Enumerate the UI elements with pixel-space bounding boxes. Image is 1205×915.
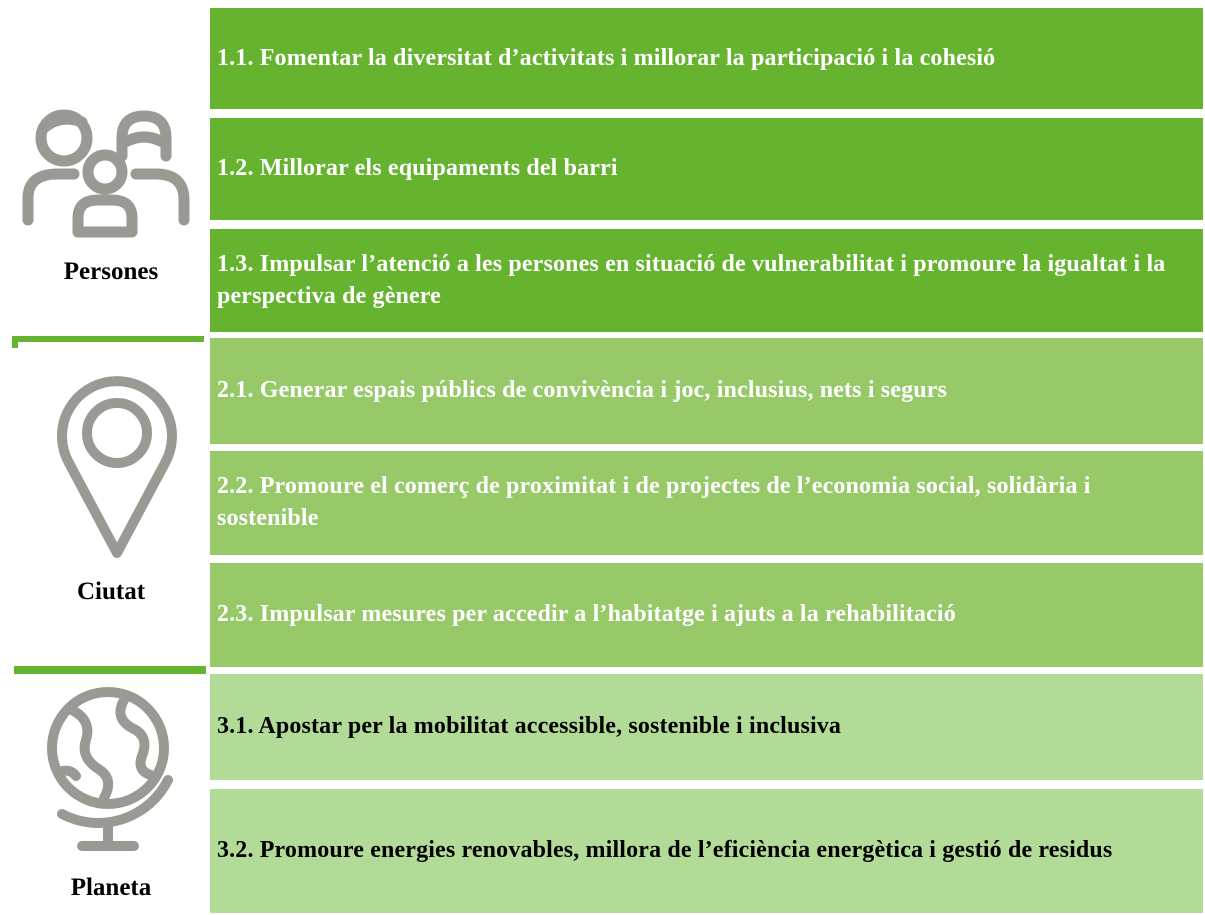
action-3-1-text: 3.1. Apostar per la mobilitat accessible… <box>217 713 842 740</box>
location-pin-icon <box>57 376 177 558</box>
action-3-1: 3.1. Apostar per la mobilitat accessible… <box>210 674 1203 780</box>
ciutat-divider <box>14 666 206 674</box>
category-persones-label: Persones <box>63 258 159 285</box>
action-1-3-text: 1.3. Impulsar l’atenció a les persones e… <box>217 250 1166 309</box>
action-2-1: 2.1. Generar espais públics de convivènc… <box>210 338 1203 444</box>
action-2-3-text: 2.3. Impulsar mesures per accedir a l’ha… <box>217 601 956 628</box>
action-2-1-text: 2.1. Generar espais públics de convivènc… <box>217 377 948 404</box>
people-icon <box>22 109 190 238</box>
action-2-3: 2.3. Impulsar mesures per accedir a l’ha… <box>210 563 1203 667</box>
action-1-3: 1.3. Impulsar l’atenció a les persones e… <box>210 229 1203 332</box>
category-ciutat-label: Ciutat <box>76 578 146 605</box>
action-1-1-text: 1.1. Fomentar la diversitat d’activitats… <box>217 44 996 71</box>
action-3-2: 3.2. Promoure energies renovables, millo… <box>210 789 1203 913</box>
action-1-2-text: 1.2. Millorar els equipaments del barri <box>217 155 618 182</box>
action-2-2: 2.2. Promoure el comerç de proximitat i … <box>210 451 1203 555</box>
action-3-2-text: 3.2. Promoure energies renovables, millo… <box>217 837 1113 864</box>
persones-divider <box>12 336 204 342</box>
action-2-2-text: 2.2. Promoure el comerç de proximitat i … <box>217 473 1091 531</box>
action-1-2: 1.2. Millorar els equipaments del barri <box>210 118 1203 220</box>
category-planeta-label: Planeta <box>70 874 152 901</box>
globe-icon <box>47 687 173 851</box>
persones-divider-tick <box>12 336 18 348</box>
action-1-1: 1.1. Fomentar la diversitat d’activitats… <box>210 8 1203 109</box>
